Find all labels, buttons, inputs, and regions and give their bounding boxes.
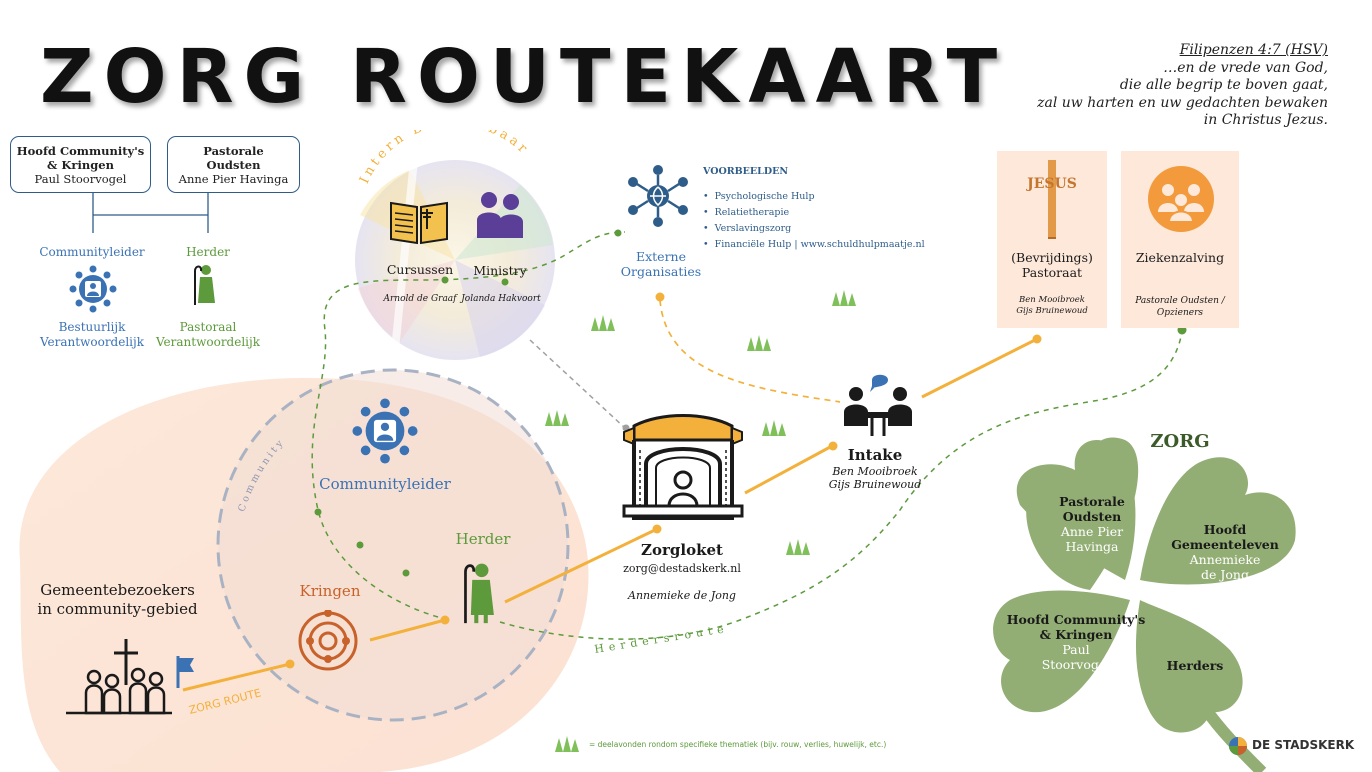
clover-leaf-pastorale: Pastorale Oudsten Anne Pier Havinga bbox=[1059, 494, 1125, 554]
herdersroute-label: Herdersroute bbox=[593, 622, 729, 656]
zorgloket-person: Annemieke de Jong bbox=[628, 589, 736, 602]
org-box-name: Anne Pier Havinga bbox=[178, 172, 289, 186]
legend-text: = deelavonden rondom specifieke thematie… bbox=[589, 740, 887, 749]
examples-panel: VOORBEELDEN • Psychologische Hulp • Rela… bbox=[703, 166, 963, 253]
svg-text:Community: Community bbox=[236, 436, 287, 513]
ziekenzalving-label: Ziekenzalving bbox=[1135, 250, 1225, 265]
legend-grass-icon bbox=[555, 736, 579, 752]
intake-meeting-icon bbox=[844, 374, 912, 436]
zorgloket-label: Zorgloket bbox=[641, 541, 723, 559]
verse-line: in Christus Jezus. bbox=[1203, 112, 1328, 128]
intern-arc-label: Intern Beschikbaar bbox=[357, 130, 532, 186]
clover-leaf-community: Hoofd Community's & Kringen Paul Stoorvo… bbox=[1006, 612, 1146, 672]
svg-text:JESUS: JESUS bbox=[1025, 176, 1077, 192]
verse-reference: Filipenzen 4:7 (HSV) bbox=[1179, 42, 1328, 58]
cursussen-person: Arnold de Graaf bbox=[383, 294, 457, 304]
svg-text:ZORG ROUTE: ZORG ROUTE bbox=[188, 686, 263, 716]
ziekenzalving-who: Pastorale Oudsten /Opzieners bbox=[1135, 296, 1225, 318]
grass-icon bbox=[786, 539, 810, 555]
verse-line: die alle begrip te boven gaat, bbox=[1119, 77, 1328, 93]
example-item: • Psychologische Hulp bbox=[703, 191, 815, 202]
grass-icon bbox=[832, 290, 856, 306]
org-box-name: Paul Stoorvogel bbox=[34, 172, 127, 186]
zorgloket-email: zorg@destadskerk.nl bbox=[623, 562, 741, 575]
kringen-label: Kringen bbox=[299, 582, 361, 600]
brand-name: DE STADSKERK bbox=[1252, 738, 1355, 752]
org-box-pastorale-oudsten: Pastorale Oudsten Anne Pier Havinga bbox=[167, 136, 300, 193]
communityleider-gear-icon bbox=[352, 398, 418, 464]
community-communityleider-label: Communityleider bbox=[319, 475, 451, 493]
svg-text:Intern Beschikbaar: Intern Beschikbaar bbox=[357, 130, 532, 186]
org-box-title: Oudsten bbox=[206, 158, 261, 172]
intake-label: Intake bbox=[847, 446, 903, 464]
example-item: • Verslavingszorg bbox=[703, 223, 792, 234]
flag-icon bbox=[176, 656, 194, 688]
community-gear-icon bbox=[69, 265, 117, 313]
community-herder-label: Herder bbox=[455, 530, 511, 548]
pastoraat-label: (Bevrijdings)Pastoraat bbox=[1011, 250, 1093, 280]
ministry-person: Jolanda Hakvoort bbox=[461, 294, 541, 304]
zorg-route-label: ZORG ROUTE bbox=[188, 686, 263, 716]
clover-leaf-gemeenteleven: Hoofd Gemeenteleven Annemieke de Jong bbox=[1171, 522, 1279, 582]
org-communityleider-label: Communityleider bbox=[39, 245, 145, 259]
org-box-title: & Kringen bbox=[47, 158, 114, 172]
people-hug-icon bbox=[477, 192, 523, 238]
org-herder-label: Herder bbox=[186, 245, 230, 259]
zorgloket-counter-icon bbox=[622, 414, 744, 520]
grass-icon bbox=[591, 315, 615, 331]
community-arc-label: Community bbox=[236, 436, 287, 513]
church-people-icon bbox=[66, 639, 172, 715]
globe-network-icon bbox=[628, 165, 688, 227]
clover-shape bbox=[993, 437, 1296, 772]
grass-icon bbox=[747, 335, 771, 351]
example-item: • Relatietherapie bbox=[703, 207, 790, 218]
svg-text:Herdersroute: Herdersroute bbox=[593, 622, 729, 656]
bible-verse: Filipenzen 4:7 (HSV) …en de vrede van Go… bbox=[968, 42, 1328, 130]
org-box-hoofd-community: Hoofd Community's & Kringen Paul Stoorvo… bbox=[10, 136, 151, 193]
stadskerk-logo-icon bbox=[1229, 737, 1247, 755]
community-circle bbox=[216, 368, 570, 722]
grass-icon bbox=[545, 410, 569, 426]
jesus-cross-icon: JESUS bbox=[1025, 160, 1077, 239]
org-box-title: Hoofd Community's bbox=[16, 144, 145, 158]
clover-leaf-herders: Herders bbox=[1166, 658, 1224, 673]
ministry-label: Ministry bbox=[473, 263, 527, 278]
group-icon bbox=[1148, 166, 1214, 232]
examples-title: VOORBEELDEN bbox=[703, 166, 789, 177]
clover-title: ZORG bbox=[1150, 431, 1210, 452]
example-item: • Financiële Hulp | www.schuldhulpmaatje… bbox=[703, 239, 925, 250]
book-icon bbox=[390, 201, 448, 245]
verse-line: …en de vrede van God, bbox=[1163, 59, 1328, 76]
verse-line: zal uw harten en uw gedachten bewaken bbox=[1037, 94, 1328, 111]
kringen-circles-icon bbox=[298, 610, 358, 671]
grass-icon bbox=[762, 420, 786, 436]
cursussen-label: Cursussen bbox=[386, 262, 454, 277]
page-title: ZORG ROUTEKAART bbox=[40, 34, 1008, 120]
herder-shepherd-icon bbox=[464, 563, 494, 624]
org-box-title: Pastorale bbox=[203, 144, 264, 158]
shepherd-icon bbox=[194, 265, 215, 305]
